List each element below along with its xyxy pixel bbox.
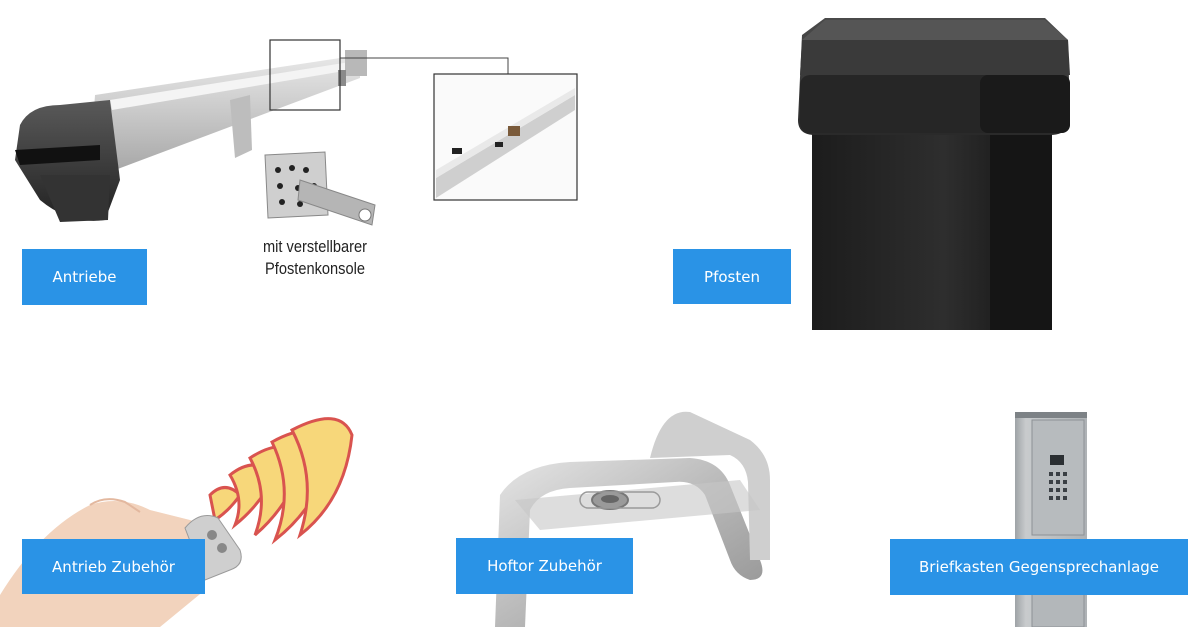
category-tile-antrieb-zubehoer[interactable]: Antrieb Zubehör xyxy=(0,400,400,627)
hoftor-zubehoer-button[interactable]: Hoftor Zubehör xyxy=(456,538,633,594)
caption-line-1: mit verstellbarer xyxy=(262,237,367,256)
pfosten-button[interactable]: Pfosten xyxy=(673,249,791,304)
gate-drive-image xyxy=(15,39,578,226)
antriebe-button[interactable]: Antriebe xyxy=(22,249,147,305)
gate-stopper-image xyxy=(495,411,770,627)
antrieb-zubehoer-button[interactable]: Antrieb Zubehör xyxy=(22,539,205,594)
category-tile-pfosten[interactable]: Pfosten xyxy=(650,0,1190,330)
post-image xyxy=(798,18,1070,330)
category-tile-antriebe[interactable]: mit verstellbarer Pfostenkonsole Antrieb… xyxy=(0,0,600,320)
category-tile-briefkasten[interactable]: Briefkasten Gegensprechanlage xyxy=(860,400,1190,627)
category-tile-hoftor-zubehoer[interactable]: Hoftor Zubehör xyxy=(430,400,830,627)
caption-line-2: Pfostenkonsole xyxy=(265,259,365,278)
briefkasten-gegensprechanlage-button[interactable]: Briefkasten Gegensprechanlage xyxy=(890,539,1188,595)
